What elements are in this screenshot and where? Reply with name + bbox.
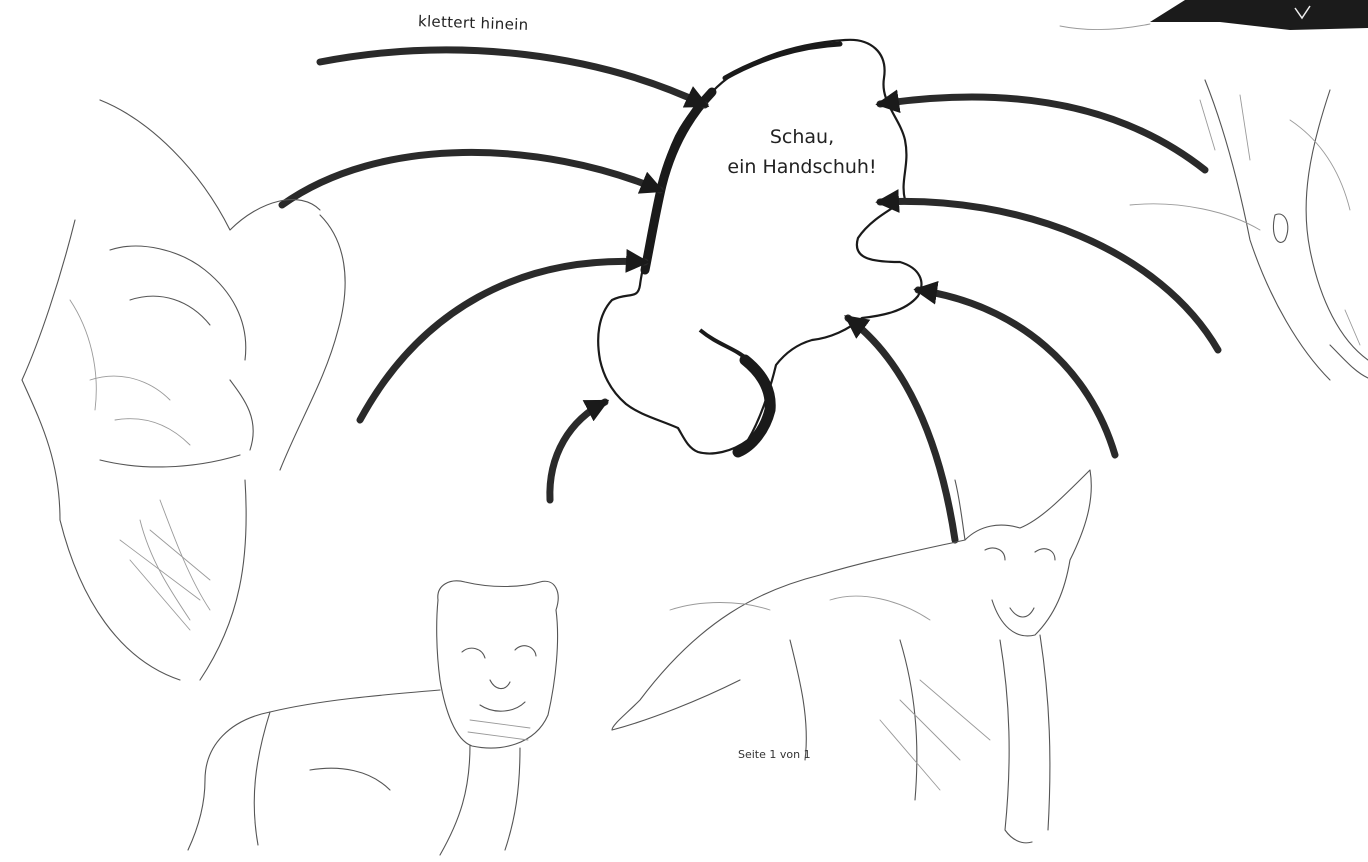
arrow-mid-left-1 (282, 152, 660, 205)
lion-cub-sketch (188, 581, 558, 855)
glove-caption: Schau, ein Handschuh! (672, 122, 932, 182)
arrow-label: klettert hinein (418, 12, 529, 34)
arrow-bottom-right (848, 318, 955, 540)
wolf-sketch (22, 100, 345, 680)
glove-caption-line1: Schau, (672, 122, 932, 152)
arrow-right-mid (880, 201, 1218, 350)
fox-sketch (612, 470, 1091, 843)
deer-sketch (1130, 80, 1368, 380)
arrow-right-low (918, 290, 1115, 455)
page-footer: Seite 1 von 1 (738, 748, 811, 761)
arrow-bottom-center (550, 402, 605, 500)
glove-caption-line2: ein Handschuh! (672, 152, 932, 182)
dark-corner-fragment (1060, 0, 1368, 30)
glove-outline (598, 40, 921, 454)
arrow-top-left (320, 50, 705, 105)
